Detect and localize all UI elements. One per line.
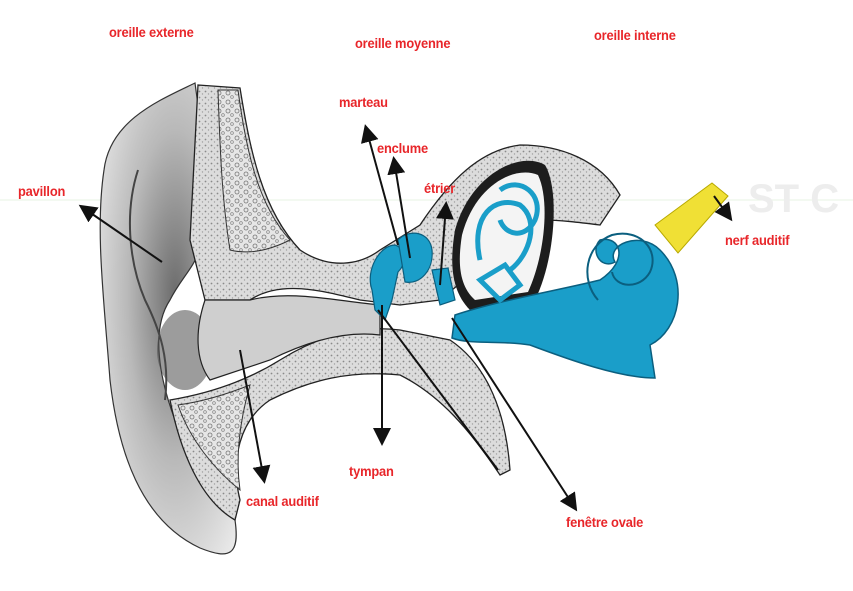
label-marteau: marteau [339, 94, 388, 110]
label-oreille-moyenne: oreille moyenne [355, 35, 450, 51]
faint-background-text: ST C [748, 177, 839, 221]
svg-text:ST C: ST C [748, 177, 839, 221]
label-fenetre-ovale: fenêtre ovale [566, 514, 643, 530]
label-oreille-interne: oreille interne [594, 27, 676, 43]
auditory-nerve [655, 183, 728, 253]
label-oreille-externe: oreille externe [109, 24, 194, 40]
label-canal-auditif: canal auditif [246, 493, 319, 509]
label-etrier: étrier [424, 180, 455, 196]
label-pavillon: pavillon [18, 183, 65, 199]
porous-bone-upper [218, 90, 290, 252]
label-enclume: enclume [377, 140, 428, 156]
label-nerf-auditif: nerf auditif [725, 232, 789, 248]
label-tympan: tympan [349, 463, 394, 479]
